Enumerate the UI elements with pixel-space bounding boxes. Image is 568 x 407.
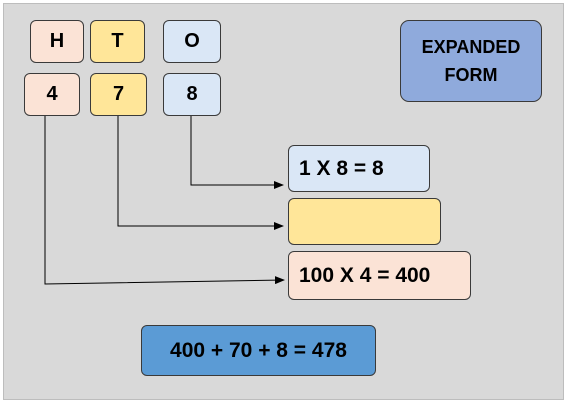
- header-tens: T: [90, 20, 145, 63]
- header-hundreds: H: [30, 20, 84, 63]
- title-box: EXPANDED FORM: [400, 20, 542, 102]
- sum-box: 400 + 70 + 8 = 478: [141, 325, 376, 376]
- arrow-tens: [117, 116, 284, 230]
- arrow-ones: [190, 116, 284, 189]
- header-ones: O: [163, 20, 221, 63]
- expansion-ones: 1 X 8 = 8: [288, 145, 430, 192]
- title-line-1: EXPANDED: [421, 37, 521, 57]
- arrow-hundreds: [44, 116, 285, 285]
- expansion-tens: [288, 198, 441, 245]
- expansion-hundreds: 100 X 4 = 400: [288, 251, 471, 300]
- digit-tens: 7: [90, 73, 147, 116]
- digit-ones: 8: [163, 73, 221, 116]
- digit-hundreds: 4: [24, 73, 80, 116]
- title-line-2: FORM: [444, 65, 498, 85]
